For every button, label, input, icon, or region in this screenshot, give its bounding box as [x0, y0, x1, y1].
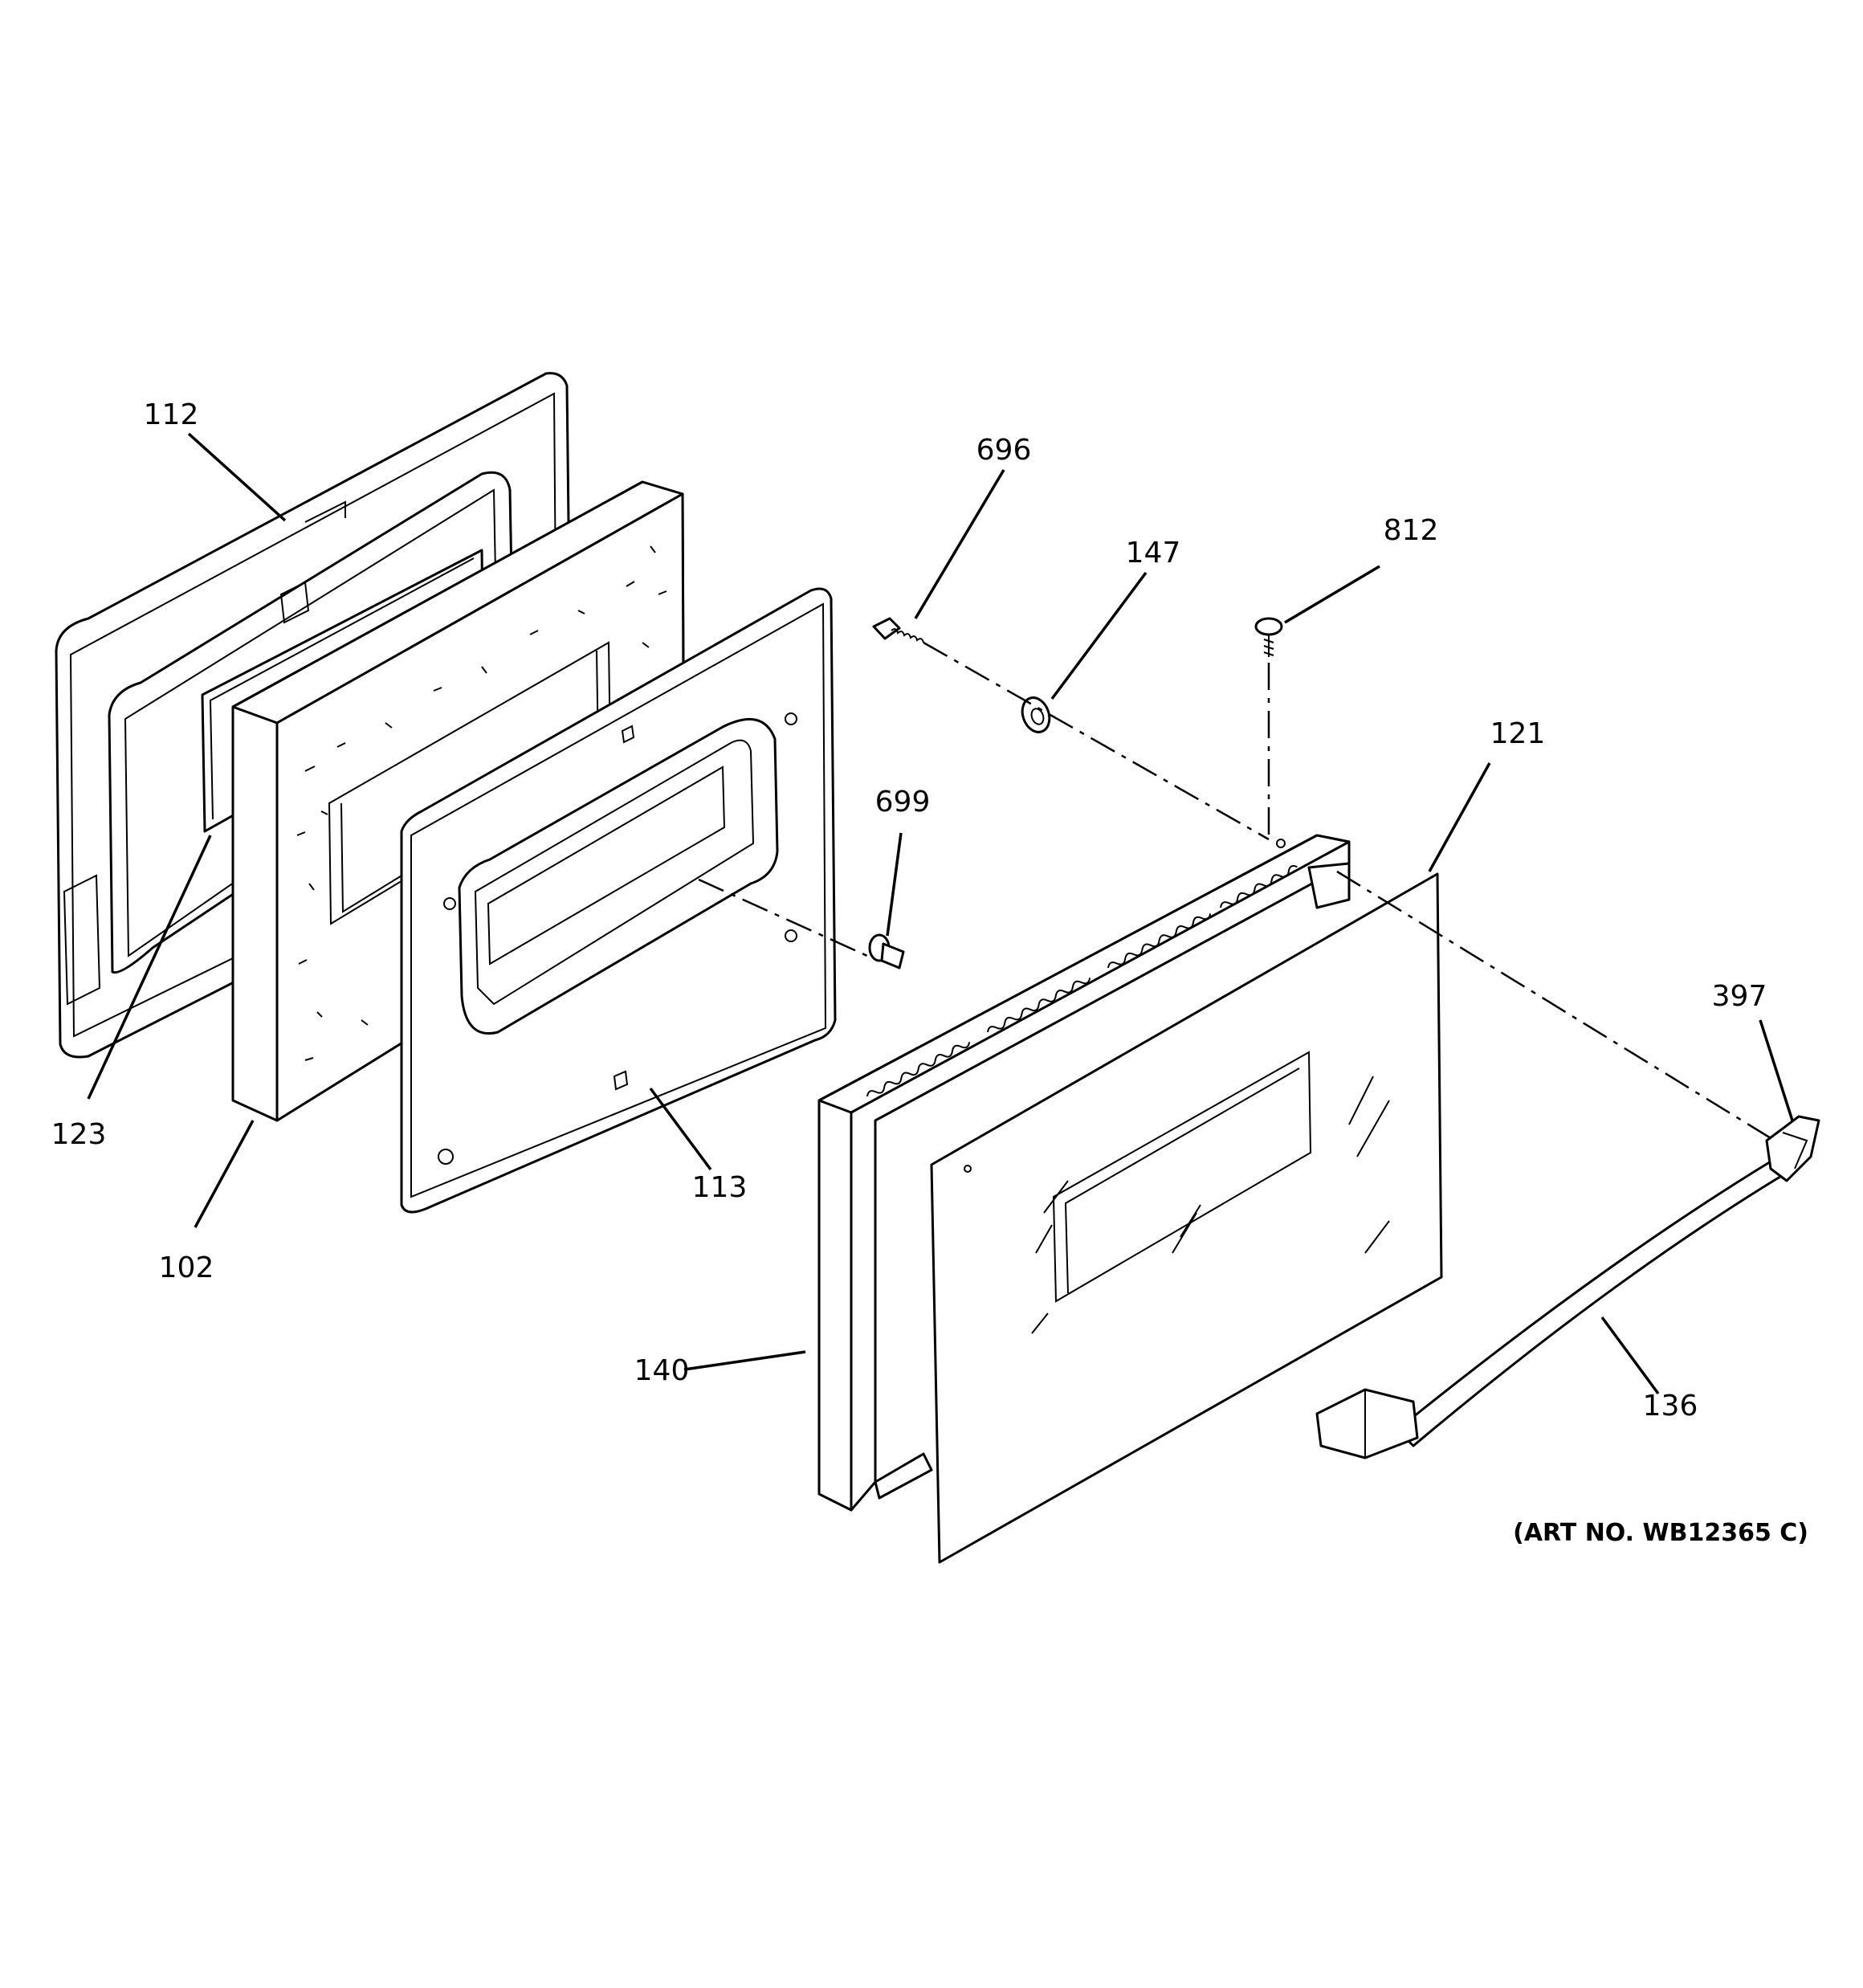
part-113-inner-panel [400, 587, 837, 1214]
callout-102: 102 [159, 1251, 214, 1284]
part-812-screw [1254, 617, 1283, 657]
part-140-outer-frame [817, 834, 1351, 1512]
callout-121: 121 [1490, 717, 1546, 750]
callout-112: 112 [144, 398, 199, 431]
callout-labels: 112 696 147 812 121 699 397 123 102 113 … [51, 398, 1767, 1423]
part-397-end-cap [1765, 1115, 1820, 1182]
callout-397: 397 [1712, 980, 1767, 1013]
part-696-screw [872, 617, 924, 643]
part-147-spacer [1021, 696, 1051, 733]
callout-812: 812 [1384, 514, 1439, 547]
callout-123: 123 [51, 1118, 107, 1151]
callout-696: 696 [976, 434, 1032, 467]
assembly-lines [698, 641, 1775, 1142]
art-number: (ART NO. WB12365 C) [1513, 1519, 1808, 1547]
part-121-outer-glass [930, 872, 1443, 1564]
callout-699: 699 [875, 786, 931, 818]
callout-113: 113 [692, 1171, 748, 1204]
callout-140: 140 [634, 1354, 690, 1387]
callout-147: 147 [1126, 537, 1181, 569]
callout-136: 136 [1643, 1390, 1698, 1423]
part-699-screw [868, 933, 905, 970]
part-136-handle [1315, 1155, 1788, 1459]
leader-lines [87, 432, 1794, 1395]
